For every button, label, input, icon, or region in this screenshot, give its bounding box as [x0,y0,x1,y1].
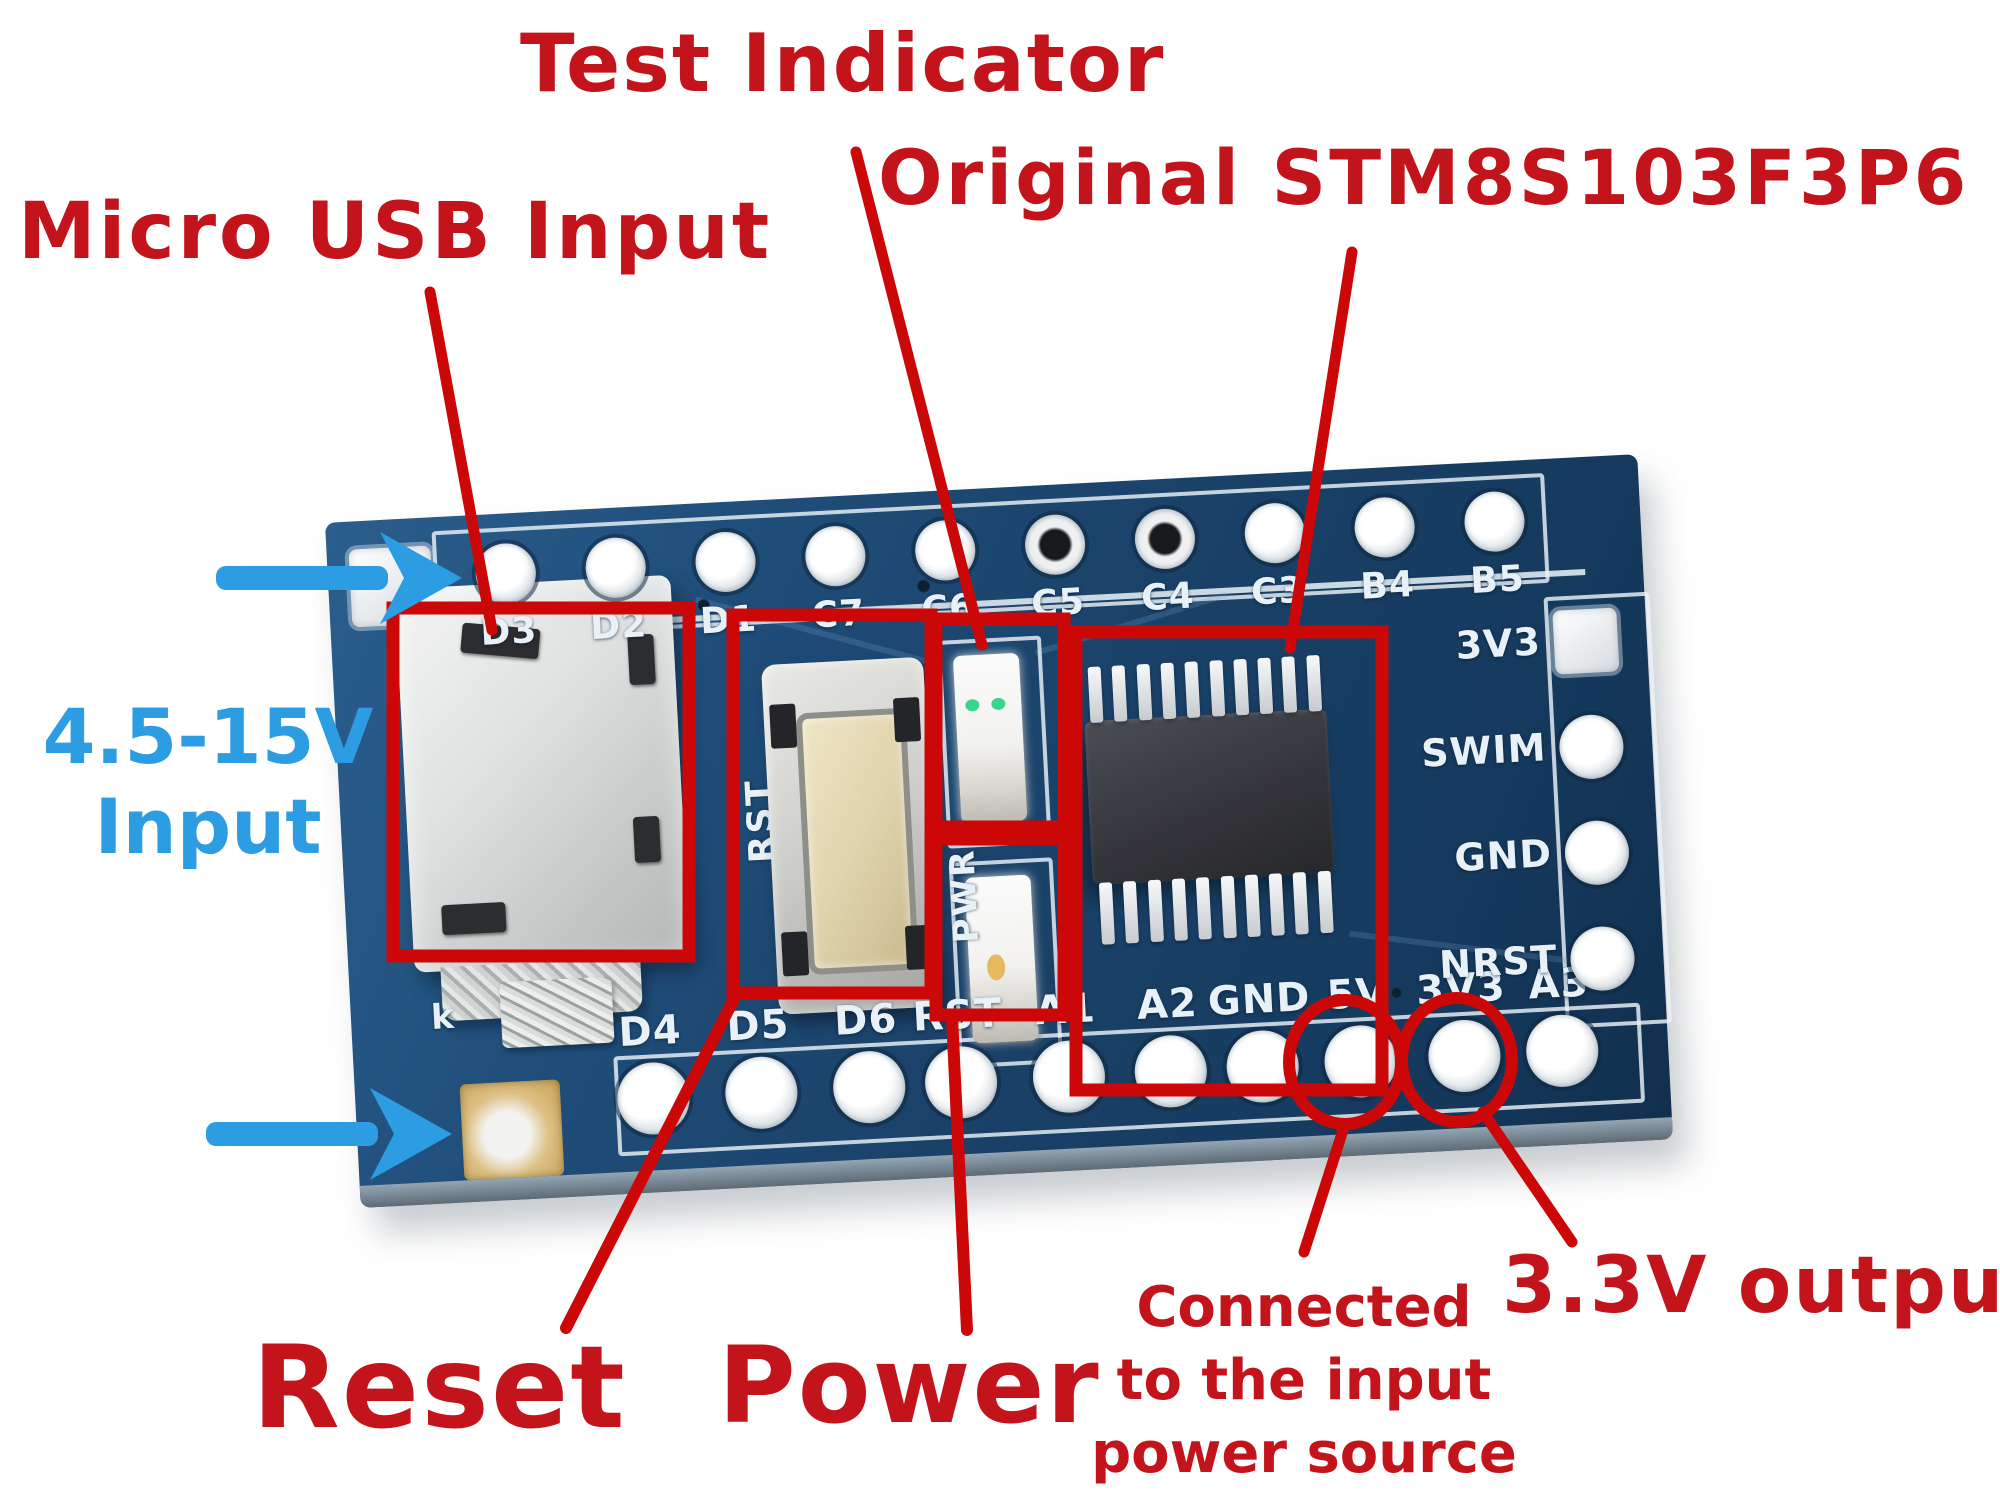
ic-pin [1111,665,1128,722]
ic-pin [1317,870,1334,934]
reset-label: Reset [252,1321,627,1454]
reset-button [760,656,942,1015]
ic-pin [1171,878,1188,941]
usb-detail [441,901,507,936]
ic-pin [1136,663,1152,721]
ic-pin [1257,657,1274,715]
pin-label-top: C4 [1140,575,1196,620]
pin-label-top: D3 [479,609,539,654]
pin-label-right: GND [1453,831,1554,881]
pin-label-top: D1 [699,598,759,643]
mcu-chip [1084,708,1335,886]
ic-pin [1098,882,1116,945]
silk-pwr-text: PWR [942,847,988,945]
v33-output-label: 3.3V output [1502,1241,2000,1331]
ic-pin [1268,873,1285,936]
ic-pin [1208,660,1225,717]
pin-label-right: SWIM [1420,725,1548,776]
pin-label-right: 3V3 [1454,619,1542,668]
ic-pin [1195,877,1213,940]
micro-usb-label: Micro USB Input [18,187,773,277]
silk-k-text: k [430,996,456,1038]
ic-pin [1123,880,1140,944]
connected-note: Connected to the input power source [1088,1272,1520,1490]
usb-detail [632,815,662,864]
ic-pin [1281,656,1298,713]
solder-component [499,976,615,1049]
pin-label-top: B5 [1469,558,1526,602]
power-label: Power [718,1324,1101,1447]
pin-label-right: NRST [1438,936,1559,988]
pin-label-bottom: 5V [1325,969,1389,1020]
ic-pin [1147,879,1164,943]
ic-pin [1233,658,1250,716]
connected-note-line2: to the input [1116,1347,1492,1413]
pin-label-bottom: RST [911,990,1004,1041]
pin-label-bottom: A1 [1033,985,1098,1035]
voltage-input-line2: Input [94,781,322,871]
pin-label-top: C7 [810,592,867,637]
pin-label-top: C3 [1250,569,1306,614]
pin-label-top: D2 [589,604,649,649]
connected-note-line3: power source [1091,1420,1517,1486]
pin-label-top: C5 [1030,581,1086,625]
reset-button-plunger [795,707,920,976]
connected-note-line1: Connected [1136,1275,1472,1340]
ic-pin [1220,875,1237,939]
pin-label-bottom: A2 [1135,979,1199,1029]
ic-pin [1184,661,1201,718]
pin-label-bottom: D4 [617,1006,683,1057]
pin-label-bottom: D5 [725,1001,791,1051]
voltage-input-line1: 4.5-15V [42,692,374,781]
ic-pin [1305,655,1322,712]
pin-pad-right [1552,607,1620,675]
pin-label-bottom: D6 [833,995,899,1045]
original-chip-label: Original STM8S103F3P6 [878,133,1970,222]
corner-pad-bottom-left [459,1079,565,1181]
ic-pin [1160,662,1177,720]
ic-pin [1087,666,1104,724]
ic-pin [1244,874,1261,938]
pin-label-bottom: GND [1206,973,1312,1026]
ic-pin [1292,871,1310,935]
pin-label-top: B4 [1359,563,1416,608]
test-indicator-label: Test Indicator [520,17,1166,110]
voltage-input-label: 4.5-15V Input [22,692,394,871]
test-led [952,652,1028,824]
via-dot [1390,987,1403,999]
pin-label-top: C6 [920,586,977,631]
